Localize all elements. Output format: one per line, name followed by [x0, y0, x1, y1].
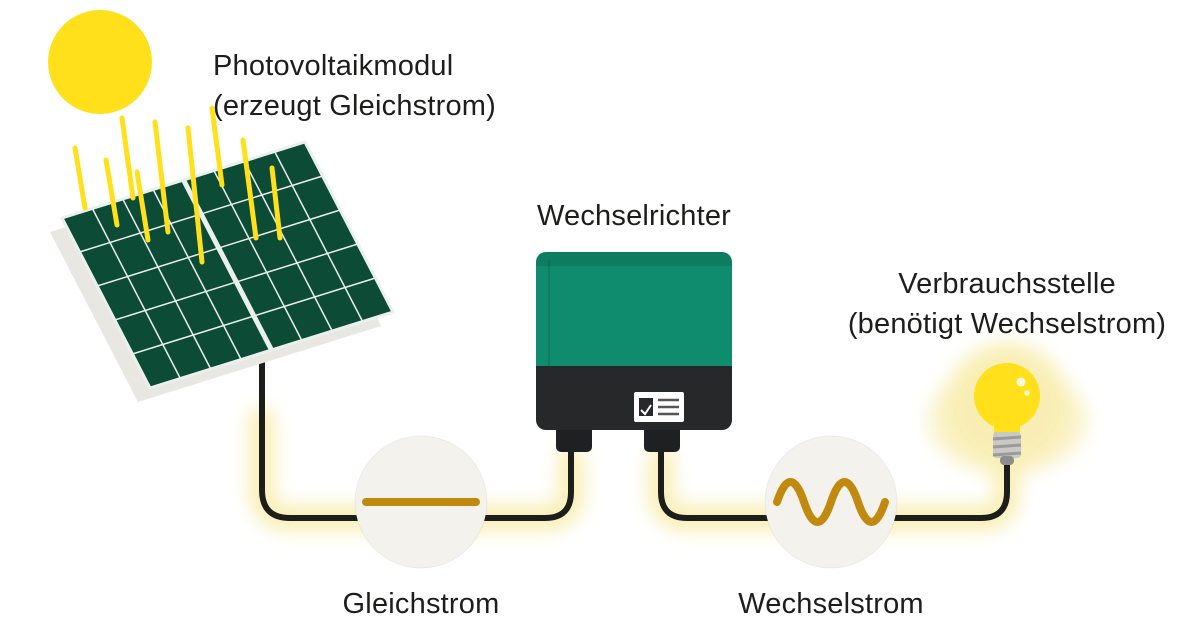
panel-label: Photovoltaikmodul (erzeugt Gleichstrom) — [213, 46, 496, 126]
inverter-body — [536, 252, 732, 376]
inverter-connector-right — [644, 424, 680, 452]
bulb-highlight-small — [1024, 390, 1030, 396]
inverter-lid — [536, 252, 732, 266]
inverter-icon — [536, 252, 732, 452]
dc-label-text: Gleichstrom — [342, 588, 500, 620]
bulb-tip — [1000, 456, 1014, 465]
inverter-connector-left — [556, 424, 592, 452]
consumer-label: Verbrauchsstelle (benötigt Wechselstrom) — [818, 264, 1196, 344]
inverter-label-text: Wechselrichter — [536, 200, 732, 232]
consumer-label-line1: Verbrauchsstelle — [898, 268, 1116, 300]
light-bulb-icon — [974, 363, 1040, 465]
ac-label: Wechselstrom — [728, 584, 934, 624]
ac-symbol — [764, 435, 898, 569]
screw-ridge — [992, 443, 1022, 449]
bulb-highlight — [1016, 377, 1026, 387]
panel-label-line1: Photovoltaikmodul — [213, 50, 454, 82]
consumer-label-line2: (benötigt Wechselstrom) — [847, 308, 1167, 341]
screw-ridge — [992, 451, 1022, 457]
inverter-label: Wechselrichter — [523, 196, 745, 236]
sun-rays-icon — [72, 105, 283, 265]
sun-icon — [48, 10, 283, 265]
panel-label-line2: (erzeugt Gleichstrom) — [213, 90, 496, 123]
ac-label-text: Wechselstrom — [738, 588, 924, 620]
sine-wave-icon — [773, 478, 889, 526]
dc-symbol — [354, 435, 488, 569]
inverter-label-sticker — [634, 392, 684, 422]
bulb-glass — [974, 363, 1040, 429]
screw-ridge — [992, 435, 1022, 441]
dc-label: Gleichstrom — [321, 584, 521, 624]
